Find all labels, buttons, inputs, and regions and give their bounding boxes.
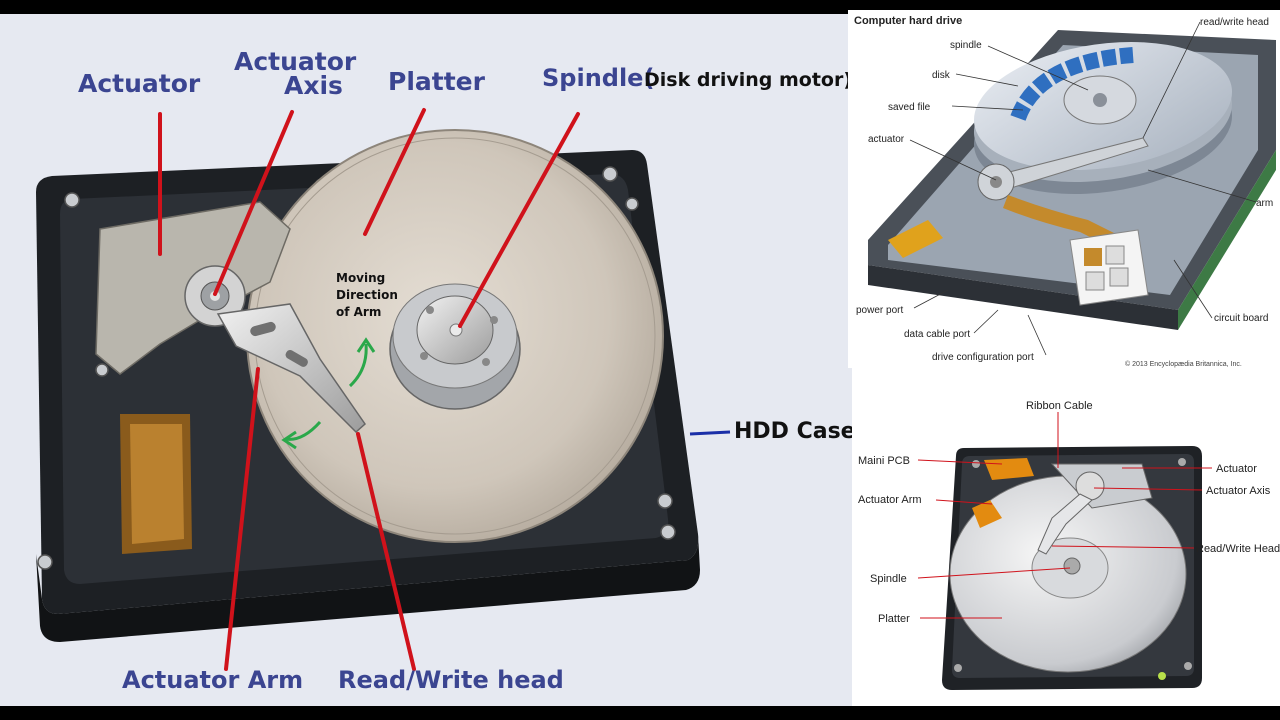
britannica-actuator-label: actuator xyxy=(868,134,905,145)
actuator-arm xyxy=(216,303,366,434)
small-read-write-head-label: Read/Write Head xyxy=(1196,543,1280,555)
actuator-axis-label-line2: Axis xyxy=(284,71,343,100)
small-main-pcb-label: Maini PCB xyxy=(858,455,910,467)
hdd-case-leader xyxy=(689,430,731,436)
small-spindle-label: Spindle xyxy=(870,573,907,585)
britannica-arm-label: arm xyxy=(1256,198,1273,209)
main-hdd-diagram: Actuator Actuator Axis Platter Spindle( … xyxy=(0,14,852,706)
britannica-copyright: © 2013 Encyclopædia Britannica, Inc. xyxy=(1125,360,1242,368)
moving-direction-line2: Direction xyxy=(336,288,398,302)
britannica-saved-file-label: saved file xyxy=(888,102,931,113)
platter-label: Platter xyxy=(388,67,486,96)
britannica-connector xyxy=(1069,229,1149,306)
small-platter-label: Platter xyxy=(878,613,910,625)
small-hdd-svg: Ribbon Cable Maini PCB Actuator Actuator… xyxy=(858,400,1280,690)
britannica-hdd-diagram: Computer hard drive read/write head spin… xyxy=(848,10,1280,368)
spindle xyxy=(389,283,521,410)
britannica-drive-config-port-label: drive configuration port xyxy=(932,352,1034,363)
main-hdd-svg: Actuator Actuator Axis Platter Spindle( … xyxy=(36,47,852,694)
hdd-case-label: HDD Case xyxy=(734,419,852,444)
small-actuator-label: Actuator xyxy=(1216,463,1257,475)
britannica-title: Computer hard drive xyxy=(854,15,962,27)
britannica-svg: Computer hard drive read/write head spin… xyxy=(854,15,1276,368)
britannica-disk-label: disk xyxy=(932,70,951,81)
spindle-sub-label: Disk driving motor) xyxy=(644,69,852,91)
small-ribbon-cable-label: Ribbon Cable xyxy=(1026,400,1093,412)
movement-arrows xyxy=(281,337,376,450)
actuator-label: Actuator xyxy=(78,69,201,98)
small-leaders xyxy=(917,412,1212,619)
spindle-label: Spindle( xyxy=(542,64,654,92)
actuator-arm-label: Actuator Arm xyxy=(122,666,303,694)
britannica-circuit-board-label: circuit board xyxy=(1214,313,1268,324)
moving-direction-line1: Moving xyxy=(336,271,385,285)
actuator-assembly xyxy=(95,201,291,554)
actuator-axis-label-line1: Actuator xyxy=(234,47,357,76)
small-hdd-diagram: Ribbon Cable Maini PCB Actuator Actuator… xyxy=(852,368,1280,706)
read-write-head-label: Read/Write head xyxy=(338,666,564,694)
small-actuator-arm-label: Actuator Arm xyxy=(858,494,922,506)
case-screws xyxy=(37,166,676,570)
britannica-power-port-label: power port xyxy=(856,305,903,316)
britannica-data-cable-port-label: data cable port xyxy=(904,329,970,340)
britannica-leaders xyxy=(909,21,1257,356)
britannica-read-write-head-label: read/write head xyxy=(1200,17,1269,28)
small-actuator-axis-label: Actuator Axis xyxy=(1206,485,1271,497)
britannica-disks xyxy=(973,41,1233,195)
moving-direction-line3: of Arm xyxy=(336,305,381,319)
red-leaders xyxy=(158,108,580,671)
britannica-spindle-label: spindle xyxy=(950,40,982,51)
